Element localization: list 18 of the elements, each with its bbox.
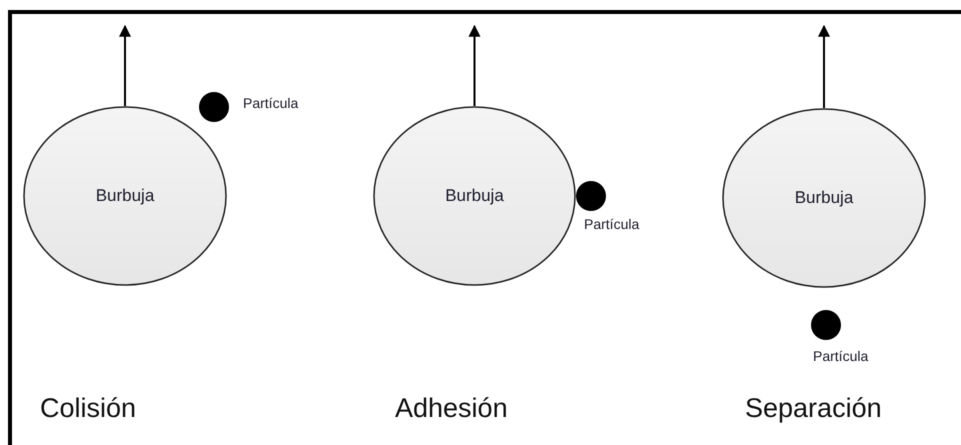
bubble-ellipse [373, 106, 576, 286]
bubble-ellipse [23, 106, 227, 286]
bubble-ellipse [722, 108, 926, 288]
direction-arrow [468, 24, 480, 106]
particle-label: Partícula [584, 216, 640, 232]
stage-label: Separación [745, 393, 882, 424]
direction-arrow [119, 24, 131, 106]
particle-dot [199, 92, 229, 122]
stage-label: Adhesión [395, 393, 508, 424]
stage-label: Colisión [40, 393, 136, 424]
particle-dot [576, 181, 606, 211]
particle-label: Partícula [243, 95, 298, 111]
direction-arrow [818, 24, 830, 108]
bubble-label: Burbuja [444, 186, 505, 206]
particle-dot [811, 310, 841, 340]
particle-label: Partícula [813, 348, 868, 364]
bubble-label: Burbuja [94, 186, 156, 206]
bubble-label: Burbuja [794, 188, 854, 208]
